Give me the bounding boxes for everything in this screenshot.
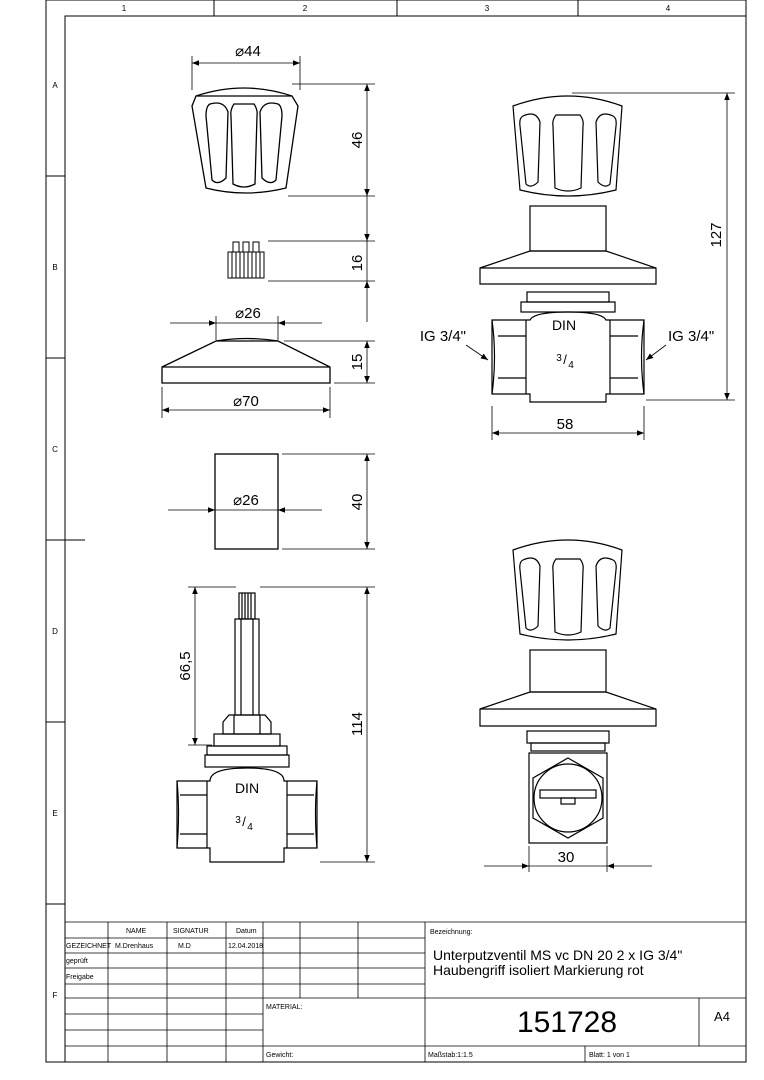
drawing-frame (45, 0, 747, 1063)
sleeve-part (214, 453, 279, 550)
title-col-signature: SIGNATUR (173, 928, 209, 935)
assembly-size-slash: / (563, 352, 567, 367)
assembly-size-numerator: 3 (556, 353, 562, 364)
weight-label: Gewicht: (266, 1052, 293, 1059)
knob-height-label: 46 (349, 132, 366, 149)
row-label-b: B (52, 263, 57, 272)
title-row-release: Freigabe (66, 974, 94, 981)
thread-right-label: IG 3/4" (668, 328, 714, 345)
title-drawn-date: 12.04.2018 (228, 943, 263, 950)
sheet-size: A4 (714, 1009, 730, 1024)
column-label-4: 4 (666, 4, 671, 13)
assembly-height-label: 127 (708, 222, 725, 247)
body-din-mark: DIN (235, 780, 259, 796)
rosette-inner-diameter-label: ⌀26 (235, 305, 261, 322)
spindle-dimension-lines (188, 586, 375, 863)
title-col-date: Datum (236, 928, 257, 935)
insert-dimension-lines (268, 196, 375, 322)
sheet-label: Blatt: 1 von 1 (589, 1052, 630, 1059)
rosette-outer-diameter-label: ⌀70 (233, 393, 259, 410)
spindle-valve-part (176, 592, 318, 863)
material-label: MATERIAL: (266, 1004, 302, 1011)
rosette-dimension-lines (161, 316, 375, 418)
assembly-dimension-lines (465, 92, 735, 440)
rosette-outer-diameter-value: 70 (242, 393, 259, 410)
insert-height-label: 16 (349, 255, 366, 272)
rosette-part (161, 337, 331, 384)
sleeve-diameter-value: 26 (242, 492, 259, 509)
designation-line-1: Unterputzventil MS vc DN 20 2 x IG 3/4" (433, 947, 682, 963)
column-label-3: 3 (485, 4, 490, 13)
row-label-c: C (52, 445, 58, 454)
body-size-numerator: 3 (235, 815, 241, 826)
spindle-length-label: 66,5 (177, 651, 194, 680)
spindle-total-label: 114 (349, 712, 366, 736)
drawing-number: 151728 (517, 1006, 617, 1039)
sleeve-height-label: 40 (349, 494, 366, 511)
diameter-symbol: ⌀ (233, 492, 242, 509)
knob-dimension-lines (191, 56, 375, 197)
hex-dimension-lines (484, 846, 652, 872)
body-size-denominator: 4 (247, 822, 253, 833)
thread-left-label: IG 3/4" (420, 328, 466, 345)
title-block (65, 921, 746, 1062)
title-row-checked: geprüft (66, 958, 88, 965)
diameter-symbol: ⌀ (235, 43, 244, 60)
rosette-inner-diameter-value: 26 (244, 305, 261, 322)
column-label-2: 2 (303, 4, 308, 13)
column-label-1: 1 (122, 4, 127, 13)
row-label-e: E (52, 809, 57, 818)
sleeve-diameter-label: ⌀26 (233, 492, 259, 509)
title-col-name: NAME (126, 928, 147, 935)
designation-line-2: Haubengriff isoliert Markierung rot (433, 962, 644, 978)
hex-width-label: 30 (558, 849, 575, 866)
designation-label: Bezeichnung: (430, 929, 472, 936)
body-size-slash: / (242, 814, 246, 829)
assembly-side-view (479, 539, 657, 844)
title-drawn-name: M.Drenhaus (115, 943, 154, 950)
body-width-label: 58 (557, 416, 574, 433)
sleeve-dimension-lines (168, 453, 375, 550)
knob-diameter-value: 44 (244, 43, 261, 60)
diameter-symbol: ⌀ (235, 305, 244, 322)
knob-part (191, 87, 299, 194)
assembly-front-view (479, 95, 657, 403)
diameter-symbol: ⌀ (233, 393, 242, 410)
knob-diameter-label: ⌀44 (235, 43, 261, 60)
title-drawn-signature: M.D (178, 943, 191, 950)
row-label-d: D (52, 627, 58, 636)
title-row-drawn: GEZEICHNET (66, 943, 112, 950)
insert-part (227, 241, 265, 279)
assembly-size-denominator: 4 (568, 360, 574, 371)
rosette-height-label: 15 (349, 354, 366, 371)
row-label-a: A (52, 81, 58, 90)
row-label-f: F (53, 991, 58, 1000)
scale-label: Maßstab:1:1.5 (428, 1052, 473, 1059)
assembly-din-mark: DIN (552, 317, 576, 333)
